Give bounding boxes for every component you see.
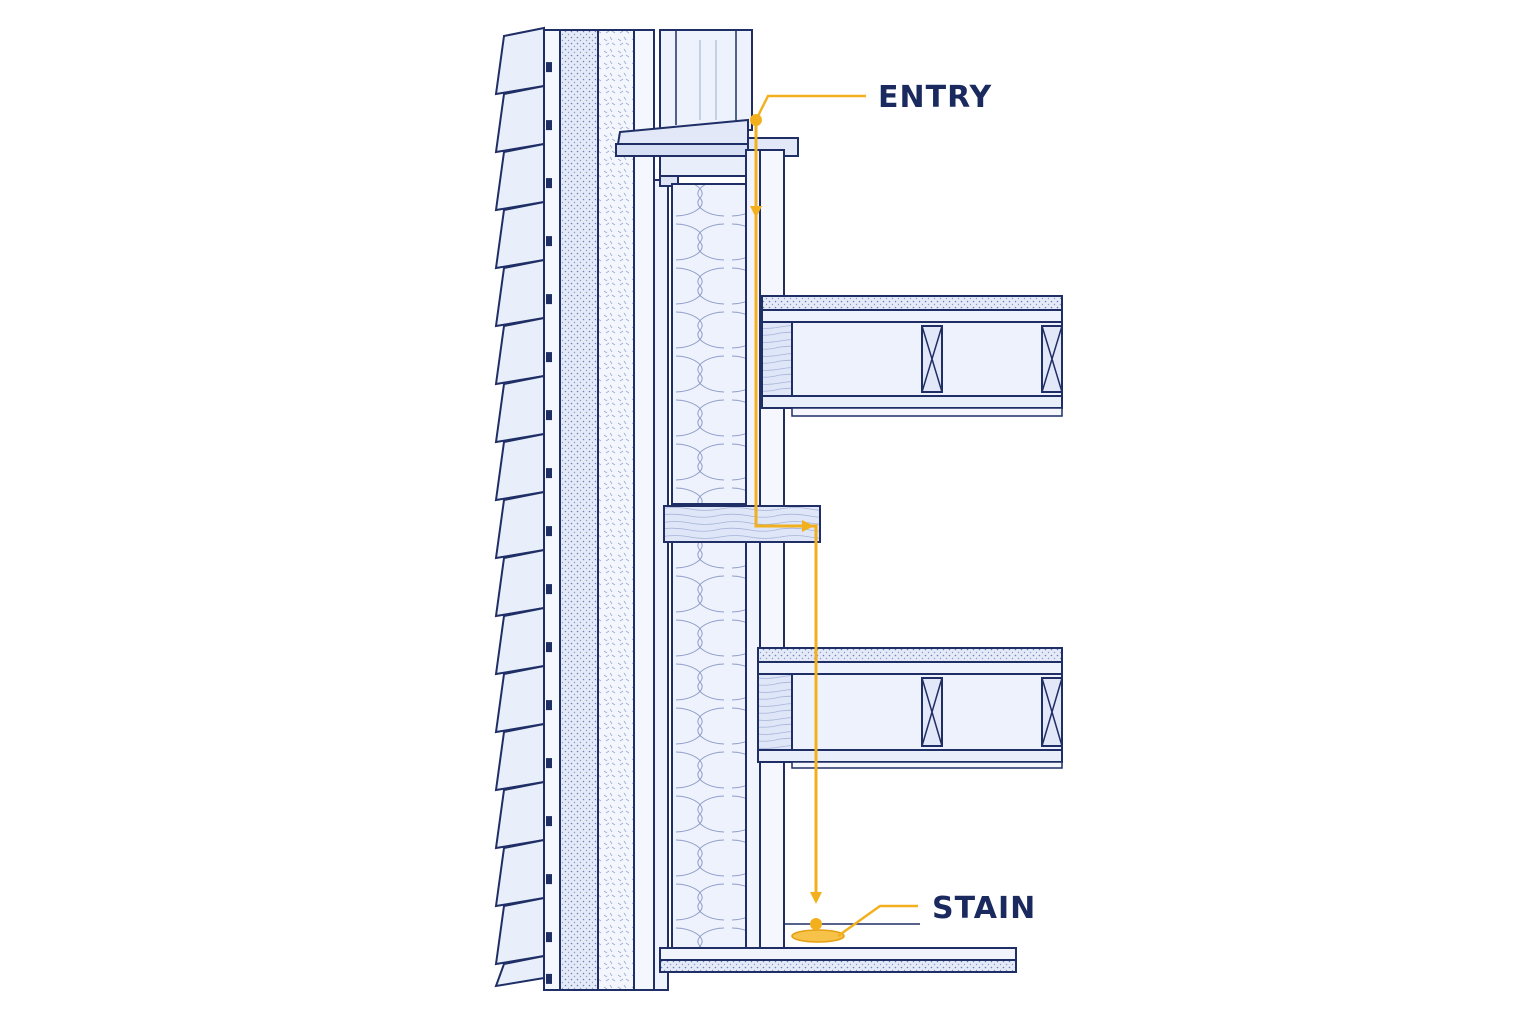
stain-point-marker: [810, 918, 822, 930]
rim-plate: [663, 505, 821, 543]
siding-shingle: [494, 664, 545, 734]
siding-shingle: [494, 606, 545, 676]
sheathing-board: [559, 29, 599, 991]
siding-clip: [546, 526, 552, 537]
lower-floor-assembly: [757, 647, 1063, 769]
siding-clip: [546, 758, 552, 769]
siding-shingle: [494, 258, 545, 328]
siding-clip: [546, 642, 552, 653]
stain-puddle: [791, 929, 845, 943]
upper-floor-assembly: [761, 295, 1063, 417]
siding-clip: [546, 120, 552, 131]
frame-inner-stud: [653, 179, 669, 991]
water-path: [750, 120, 822, 904]
siding-shingle: [494, 954, 545, 988]
siding-clip: [546, 700, 552, 711]
siding-clip: [546, 178, 552, 189]
siding-shingle: [494, 316, 545, 386]
stain-callout: STAIN: [791, 891, 1036, 943]
siding-clip: [546, 816, 552, 827]
siding-shingle: [494, 722, 545, 792]
lap-siding: [494, 26, 561, 991]
window-frame: [659, 29, 753, 131]
siding-clip: [546, 236, 552, 247]
siding-clip: [546, 874, 552, 885]
siding-shingle: [494, 490, 545, 560]
siding-clip: [546, 932, 552, 943]
siding-shingle: [494, 200, 545, 270]
siding-shingle: [494, 838, 545, 908]
siding-clip: [546, 973, 552, 984]
siding-shingle: [494, 432, 545, 502]
stain-label: STAIN: [932, 891, 1036, 926]
siding-clip: [546, 294, 552, 305]
siding-clip: [546, 468, 552, 479]
entry-callout: ENTRY: [750, 80, 993, 126]
upper-insulation: [671, 183, 747, 505]
inner-stud-upper: [745, 149, 761, 507]
siding-clip: [546, 62, 552, 73]
siding-clip: [546, 410, 552, 421]
fiber-board: [597, 29, 635, 991]
lower-insulation: [671, 541, 747, 949]
entry-label: ENTRY: [878, 80, 993, 115]
siding-shingle: [494, 142, 545, 212]
bottom-floor-plate: [659, 923, 1017, 973]
siding-furring-strip: [543, 29, 561, 991]
siding-shingle: [494, 780, 545, 850]
frame-outer-stud: [633, 29, 655, 991]
siding-clip: [546, 352, 552, 363]
siding-shingle: [494, 84, 545, 154]
siding-shingle: [494, 26, 545, 96]
siding-shingle: [494, 548, 545, 618]
siding-shingle: [494, 896, 545, 966]
siding-clip: [546, 584, 552, 595]
siding-shingle: [494, 374, 545, 444]
